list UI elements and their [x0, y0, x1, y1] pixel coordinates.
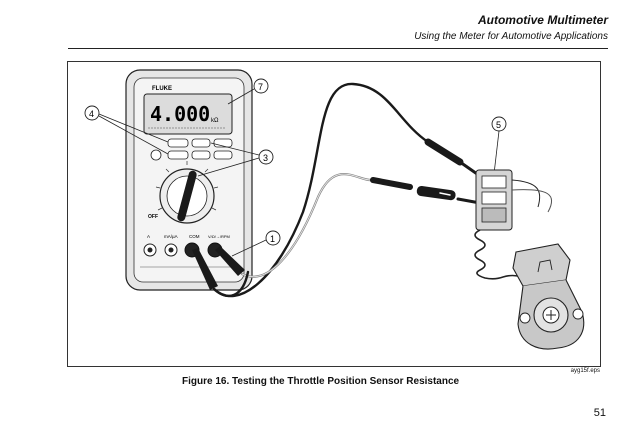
figure-file-id: ayg15f.eps [570, 368, 600, 374]
coiled-cable [474, 229, 542, 281]
svg-text:7: 7 [258, 82, 263, 92]
svg-text:3: 3 [263, 153, 268, 163]
header-subtitle: Using the Meter for Automotive Applicati… [414, 31, 608, 42]
svg-text:5: 5 [496, 120, 501, 130]
jack-v-label: V/Ω/→/RPM [208, 234, 230, 239]
jack-a-label: A [147, 234, 150, 239]
callout-3: 3 [197, 142, 274, 177]
callout-1: 1 [231, 230, 281, 257]
meter-button-relative[interactable] [191, 150, 211, 160]
svg-text:1: 1 [270, 234, 275, 244]
callout-4: 4 [84, 105, 169, 155]
sensor-connector [475, 169, 553, 231]
callout-7: 7 [227, 78, 269, 105]
lead-plugs [192, 246, 245, 290]
figure-box: FLUKE 4.000 kΩ [67, 61, 601, 367]
meter-button-backlight[interactable] [167, 150, 189, 160]
test-leads [212, 82, 482, 298]
dial-off-label: OFF [148, 214, 158, 220]
jack-ma-label: mA/µA [164, 234, 178, 239]
throttle-position-sensor [512, 243, 585, 350]
meter-button-hold[interactable] [191, 138, 211, 148]
meter-button-range[interactable] [167, 138, 189, 148]
header-rule [68, 48, 608, 49]
meter-display-unit: kΩ [211, 118, 219, 124]
figure-illustration: FLUKE 4.000 kΩ [84, 69, 585, 350]
page-number: 51 [593, 407, 606, 419]
callout-5: 5 [491, 116, 507, 175]
meter-display-reading: 4.000 [150, 102, 210, 126]
figure-caption: Figure 16. Testing the Throttle Position… [182, 376, 460, 387]
meter-brand: FLUKE [152, 86, 172, 92]
meter-display [143, 93, 233, 135]
jack-com-label: COM [189, 234, 200, 239]
multimeter: FLUKE 4.000 kΩ [125, 69, 253, 291]
svg-text:4: 4 [89, 109, 94, 119]
meter-button-duty[interactable] [213, 150, 233, 160]
header-title: Automotive Multimeter [477, 13, 608, 27]
meter-button-round[interactable] [150, 149, 162, 161]
